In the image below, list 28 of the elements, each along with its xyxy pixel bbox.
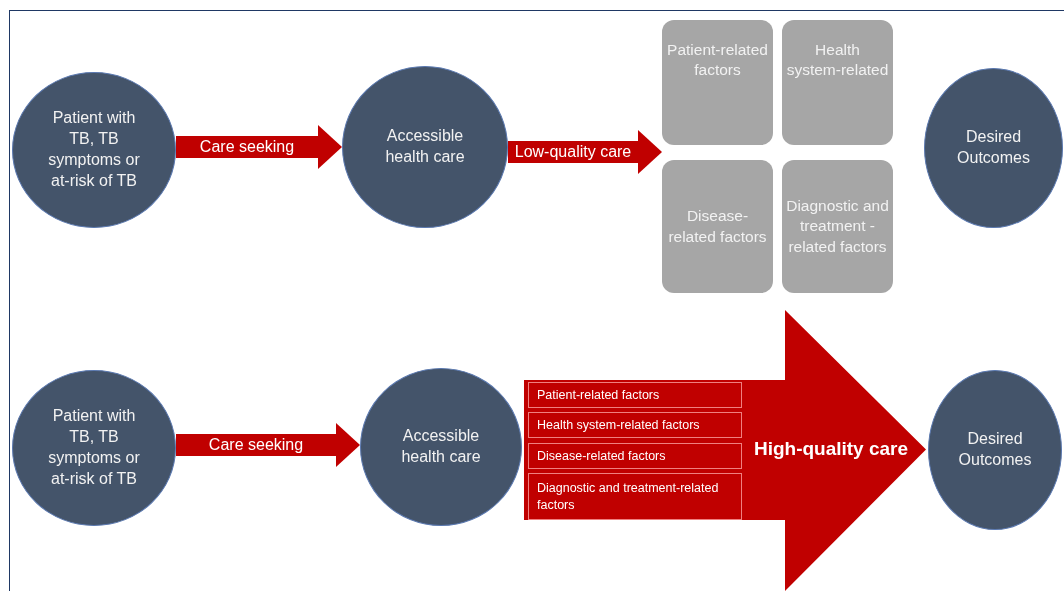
node-label: Patient-related factors: [537, 387, 660, 402]
node-label: Accessible health care: [385, 127, 465, 165]
node-label: Health system-related factors: [537, 417, 700, 432]
arrow-label: High-quality care: [753, 438, 909, 460]
node-label: Diagnostic and treatment -related factors: [786, 197, 889, 255]
node-label: Disease-related factors: [537, 448, 666, 463]
factor-row: [528, 382, 742, 408]
node-label: Patient-related factors: [667, 41, 768, 79]
node-label: Desired Outcomes: [958, 430, 1032, 468]
node-label: Health system-related: [786, 41, 889, 79]
node-label: Accessible health care: [401, 427, 481, 465]
node-label: Patient with TB, TB symptoms or at-risk of TB: [48, 407, 140, 487]
factor-row: [528, 473, 742, 520]
factor-row: [528, 412, 742, 438]
node-label: Diagnostic and treatment-related factors: [537, 480, 719, 512]
node-label: Patient with TB, TB symptoms or at-risk of TB: [48, 109, 140, 189]
node-label: Desired Outcomes: [957, 128, 1030, 166]
block-arrow: [508, 130, 662, 174]
block-arrow: [176, 125, 342, 169]
edge-label: Care seeking: [197, 137, 297, 157]
factor-box: [662, 20, 773, 145]
factor-box: [662, 160, 773, 293]
factor-box: [782, 20, 893, 145]
node-label: Disease-related factors: [668, 207, 767, 245]
factor-row: [528, 443, 742, 469]
block-arrow: [176, 423, 360, 467]
factor-box: [782, 160, 893, 293]
edge-label: Care seeking: [206, 435, 306, 455]
